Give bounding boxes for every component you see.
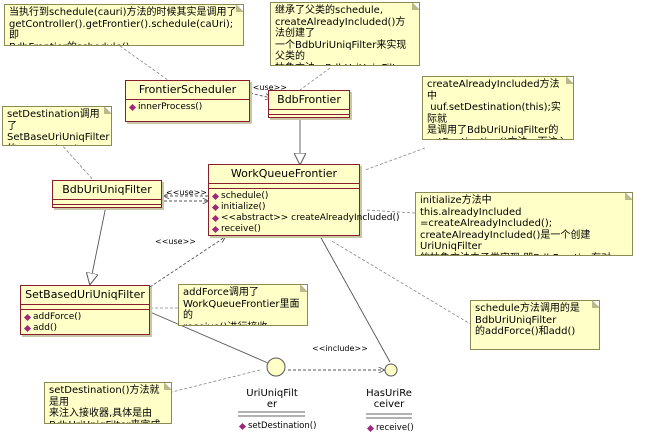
note-link-init xyxy=(364,209,416,214)
interface-has-uri-receiver-label[interactable]: HasUriRe ceiver xyxy=(366,388,412,410)
note-link-scheduler xyxy=(119,45,169,81)
op-label: add() xyxy=(33,323,57,333)
note-schedule-addforce: schedule方法调用的是 BdbUriUniqFilter 的addForc… xyxy=(470,300,600,350)
class-frontier-scheduler-name: FrontierScheduler xyxy=(126,81,249,100)
note-link-create xyxy=(364,147,426,171)
uri-uniq-filter-interface-circle xyxy=(266,357,286,377)
note-link-bdb xyxy=(299,67,331,91)
note-addforce-receive: addForce调用了 WorkQueueFrontier里面的 receive… xyxy=(178,284,308,326)
class-set-based-op-add-force: addForce() xyxy=(23,312,145,323)
class-work-queue-frontier-name: WorkQueueFrontier xyxy=(209,165,359,184)
class-bdb-frontier[interactable]: BdbFrontier xyxy=(268,90,350,118)
interface-has-uri-receiver-op-receive: receive() xyxy=(366,423,414,433)
class-set-based-uri-uniq-filter-separator xyxy=(21,305,149,310)
op-label: innerProcess() xyxy=(138,102,203,112)
operation-icon xyxy=(23,324,32,333)
class-work-queue-frontier-op-schedule: schedule() xyxy=(211,191,355,202)
class-bdb-frontier-separator xyxy=(269,110,349,115)
operation-icon xyxy=(211,203,220,212)
class-set-based-uri-uniq-filter-name: SetBasedUriUniqFilter xyxy=(21,286,149,305)
gen-bdbfilter-setbased xyxy=(90,205,107,284)
op-label: setDestination() xyxy=(248,421,317,431)
note-setdestination-inject: setDestination()方法就是用 来注入接收器,具体是由 BdbUri… xyxy=(44,382,172,424)
class-work-queue-frontier[interactable]: WorkQueueFrontier schedule() initialize(… xyxy=(208,164,399,236)
note-create-already-included: createAlreadyIncluded方法中 uuf.setDestinat… xyxy=(422,76,574,140)
class-frontier-scheduler-op-inner-process: innerProcess() xyxy=(128,102,245,113)
note-schedule-call: 当执行到schedule(cauri)方法的时候其实是调用了 getContro… xyxy=(4,4,244,46)
op-label: receive() xyxy=(221,224,261,234)
operation-icon xyxy=(211,225,220,234)
rel-label-use-2: <<use>> xyxy=(166,188,207,197)
class-work-queue-frontier-op-create-already-included: <<abstract>> createAlreadyIncluded() xyxy=(211,213,399,224)
op-label: addForce() xyxy=(33,312,82,322)
note-link-setdest2 xyxy=(159,369,261,396)
class-work-queue-frontier-separator xyxy=(209,184,359,189)
note-initialize-method: initialize方法中 this.alreadyIncluded =crea… xyxy=(415,192,633,256)
class-work-queue-frontier-op-receive: receive() xyxy=(211,224,355,235)
use-setbased-workqueue xyxy=(149,237,225,288)
operation-icon xyxy=(238,422,247,430)
class-work-queue-frontier-op-initialize: initialize() xyxy=(211,202,355,213)
rel-label-use-1: <<use>> xyxy=(246,83,287,92)
note-bdbfrontier-inherit: 继承了父类的schedule, createAlreadyIncluded()方… xyxy=(270,2,420,66)
class-bdb-frontier-name: BdbFrontier xyxy=(269,91,349,110)
rel-label-include: <<include>> xyxy=(312,344,368,353)
class-bdb-uri-uniq-filter[interactable]: BdbUriUniqFilter xyxy=(52,180,162,208)
operation-icon xyxy=(211,214,220,223)
operation-icon xyxy=(128,103,137,112)
op-label: schedule() xyxy=(221,191,269,201)
interface-uri-uniq-filter-label[interactable]: UriUniqFilt er xyxy=(246,388,298,410)
class-set-based-op-add: add() xyxy=(23,323,145,334)
operation-icon xyxy=(211,192,220,201)
operation-icon xyxy=(366,424,375,432)
op-label: receive() xyxy=(376,423,414,433)
realize-workqueue-receiver xyxy=(319,235,391,363)
note-link-setdest xyxy=(59,142,96,183)
operation-icon xyxy=(23,313,32,322)
class-bdb-uri-uniq-filter-separator xyxy=(53,200,161,205)
note-setdestination-call: setDestination调用了 SetBaseUriUniqFilter 的… xyxy=(2,106,112,146)
class-set-based-uri-uniq-filter[interactable]: SetBasedUriUniqFilter addForce() add() xyxy=(20,285,150,335)
class-bdb-uri-uniq-filter-name: BdbUriUniqFilter xyxy=(53,181,161,200)
interface-uri-uniq-filter-op-set-destination: setDestination() xyxy=(238,421,317,431)
class-frontier-scheduler[interactable]: FrontierScheduler innerProcess() xyxy=(125,80,250,122)
op-label: initialize() xyxy=(221,202,266,212)
rel-label-use-3: <<use>> xyxy=(155,237,196,246)
use-scheduler-bdbfrontier xyxy=(249,92,271,98)
note-link-schedule xyxy=(329,239,473,326)
has-uri-receiver-interface-circle xyxy=(384,363,398,377)
op-label: <<abstract>> createAlreadyIncluded() xyxy=(221,213,400,223)
realize-setbased-filter xyxy=(149,311,269,364)
